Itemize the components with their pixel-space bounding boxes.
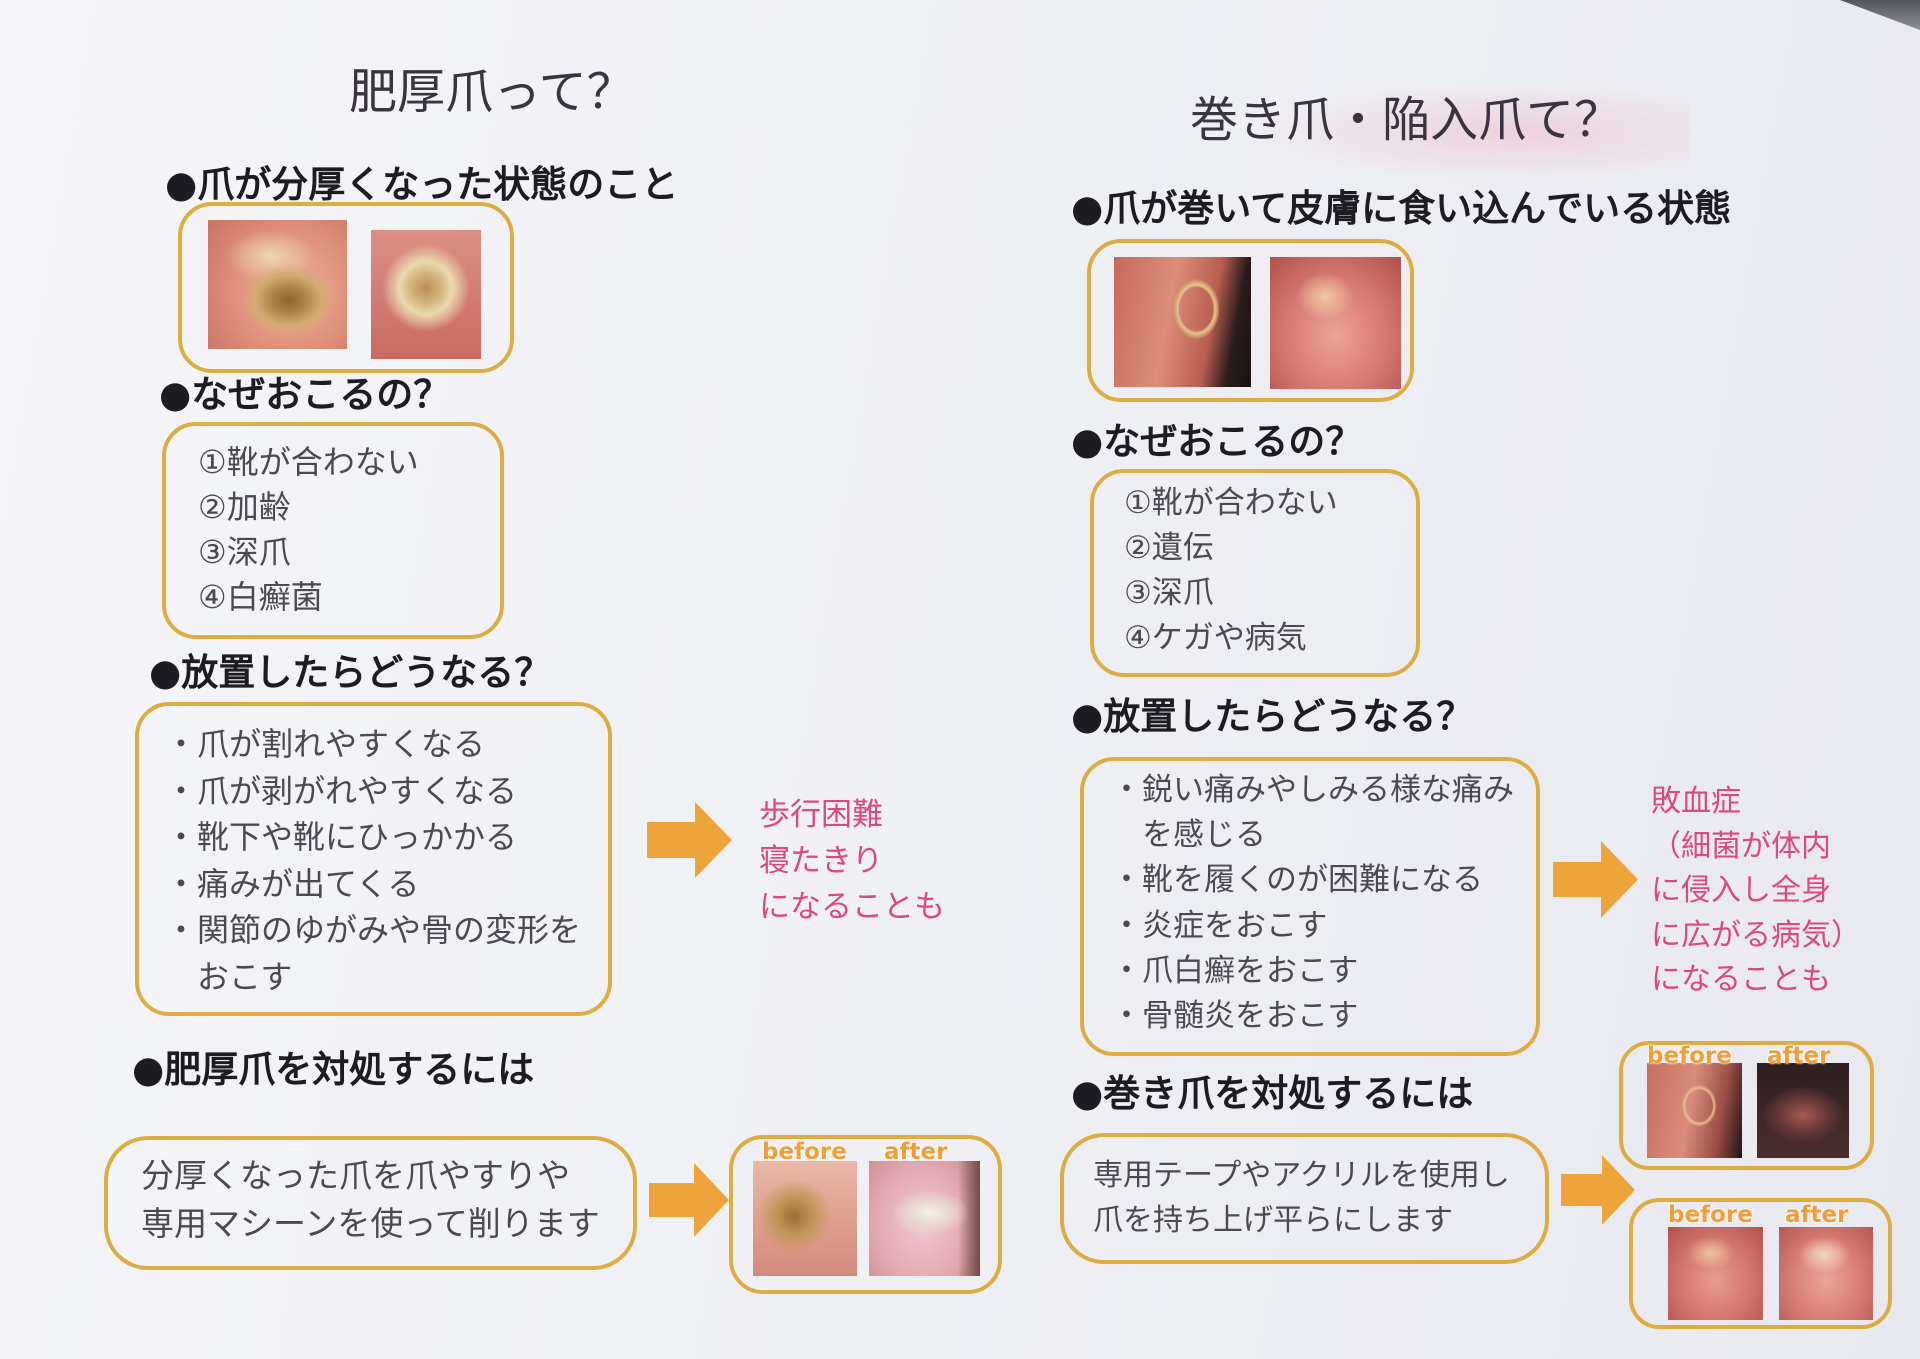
- consequence-line: になることも: [759, 889, 945, 925]
- consequence-text-left: 歩行困難 寝たきり になることも: [759, 792, 945, 930]
- effects-heading-left: ●放置したらどうなる？: [149, 651, 552, 694]
- effects-box-right: ・鋭い痛みやしみる様な痛み を感じる ・靴を履くのが困難になる ・炎症をおこす …: [1080, 757, 1540, 1056]
- page-title-left: 肥厚爪って？: [349, 64, 635, 120]
- before-after-box-right-1: before after: [1619, 1041, 1874, 1170]
- treatment-heading-right: ●巻き爪を対処するには: [1071, 1072, 1474, 1115]
- definition-photo-box-left: [178, 202, 514, 373]
- effect-item: ・鋭い痛みやしみる様な痛み: [1111, 772, 1514, 808]
- cause-item: ②加齢: [198, 488, 291, 526]
- consequence-text-right: 敗血症 （細菌が体内 に侵入し全身 に広がる病気） になることも: [1651, 780, 1861, 1003]
- effects-list-right: ・鋭い痛みやしみる様な痛み を感じる ・靴を履くのが困難になる ・炎症をおこす …: [1084, 761, 1536, 1039]
- treatment-box-left: 分厚くなった爪を爪やすりや 専用マシーンを使って削ります: [104, 1136, 637, 1270]
- thick-nail-photo-1: [208, 220, 347, 349]
- consequence-line: に広がる病気）: [1651, 917, 1861, 953]
- effect-item: ・炎症をおこす: [1111, 907, 1328, 944]
- definition-photo-box-right: [1087, 239, 1414, 402]
- after-photo: [1779, 1227, 1873, 1320]
- effects-list-left: ・爪が割れやすくなる ・爪が剥がれやすくなる ・靴下や靴にひっかかる ・痛みが出…: [139, 706, 608, 1000]
- consequence-line: 歩行困難: [759, 797, 883, 833]
- consequence-line: 敗血症: [1651, 784, 1741, 819]
- effect-item: ・骨髄炎をおこす: [1111, 998, 1359, 1035]
- ingrown-nail-photo-1: [1114, 257, 1251, 387]
- arrow-right-icon: [1561, 1155, 1635, 1225]
- definition-heading-left: ●爪が分厚くなった状態のこと: [165, 163, 679, 206]
- effect-item: ・痛みが出てくる: [165, 864, 420, 903]
- effect-item: ・爪白癬をおこす: [1111, 952, 1359, 989]
- causes-box-left: ①靴が合わない ②加齢 ③深爪 ④白癬菌: [162, 422, 504, 639]
- before-label: before: [1668, 1202, 1753, 1228]
- before-photo: [1668, 1227, 1763, 1320]
- before-after-box-right-2: before after: [1629, 1198, 1892, 1329]
- consequence-line: に侵入し全身: [1651, 873, 1831, 908]
- treatment-line: 専用テープやアクリルを使用し: [1093, 1158, 1510, 1193]
- thick-nail-photo-2: [371, 230, 481, 359]
- effect-item: ・靴下や靴にひっかかる: [165, 818, 518, 856]
- consequence-line: 寝たきり: [759, 843, 883, 879]
- causes-box-right: ①靴が合わない ②遺伝 ③深爪 ④ケガや病気: [1090, 469, 1420, 677]
- consequence-line: になることも: [1651, 962, 1831, 997]
- causes-heading-right: ●なぜおこるの？: [1071, 420, 1363, 463]
- page-title-right: 巻き爪・陥入爪て？: [1190, 92, 1623, 148]
- effect-item: ・爪が剥がれやすくなる: [165, 771, 518, 810]
- cause-item: ③深爪: [198, 533, 291, 571]
- consequence-line: （細菌が体内: [1651, 828, 1831, 864]
- after-label: after: [1785, 1202, 1849, 1228]
- effect-item-continuation: を感じる: [1142, 817, 1266, 854]
- treatment-line: 爪を持ち上げ平らにします: [1093, 1203, 1453, 1238]
- before-label: before: [762, 1139, 847, 1165]
- paper-edge-shadow: [1840, 0, 1920, 30]
- cause-item: ①靴が合わない: [1124, 485, 1338, 521]
- causes-heading-left: ●なぜおこるの？: [159, 373, 451, 416]
- before-label: before: [1647, 1043, 1732, 1069]
- treatment-heading-left: ●肥厚爪を対処するには: [132, 1048, 535, 1091]
- effects-heading-right: ●放置したらどうなる？: [1071, 695, 1474, 738]
- causes-list-left: ①靴が合わない ②加齢 ③深爪 ④白癬菌: [166, 426, 500, 620]
- cause-item: ③深爪: [1124, 575, 1214, 611]
- treatment-text-left: 分厚くなった爪を爪やすりや 専用マシーンを使って削ります: [108, 1140, 633, 1248]
- cause-item: ④白癬菌: [198, 578, 323, 616]
- before-photo: [753, 1161, 857, 1276]
- after-label: after: [884, 1139, 948, 1165]
- effect-item-continuation: おこす: [197, 957, 293, 996]
- cause-item: ④ケガや病気: [1124, 620, 1307, 656]
- after-photo: [869, 1161, 980, 1276]
- after-label: after: [1767, 1043, 1831, 1069]
- before-photo: [1647, 1063, 1742, 1158]
- effect-item: ・靴を履くのが困難になる: [1111, 862, 1483, 899]
- title-highlight: [1250, 82, 1690, 182]
- treatment-text-right: 専用テープやアクリルを使用し 爪を持ち上げ平らにします: [1064, 1137, 1545, 1243]
- cause-item: ②遺伝: [1124, 530, 1214, 566]
- treatment-line: 専用マシーンを使って削ります: [141, 1204, 600, 1243]
- effect-item: ・関節のゆがみや骨の変形を: [165, 911, 582, 949]
- cause-item: ①靴が合わない: [198, 443, 419, 481]
- ingrown-nail-photo-2: [1270, 257, 1401, 389]
- definition-heading-right: ●爪が巻いて皮膚に食い込んでいる状態: [1071, 187, 1732, 230]
- effect-item: ・爪が割れやすくなる: [165, 725, 486, 763]
- arrow-right-icon: [1553, 841, 1638, 918]
- arrow-right-icon: [649, 1163, 729, 1237]
- before-after-box-left: before after: [729, 1135, 1002, 1294]
- treatment-box-right: 専用テープやアクリルを使用し 爪を持ち上げ平らにします: [1060, 1133, 1549, 1264]
- treatment-line: 分厚くなった爪を爪やすりや: [141, 1156, 570, 1195]
- after-photo: [1757, 1063, 1849, 1158]
- arrow-right-icon: [647, 802, 732, 878]
- effects-box-left: ・爪が割れやすくなる ・爪が剥がれやすくなる ・靴下や靴にひっかかる ・痛みが出…: [135, 702, 612, 1016]
- causes-list-right: ①靴が合わない ②遺伝 ③深爪 ④ケガや病気: [1094, 473, 1416, 661]
